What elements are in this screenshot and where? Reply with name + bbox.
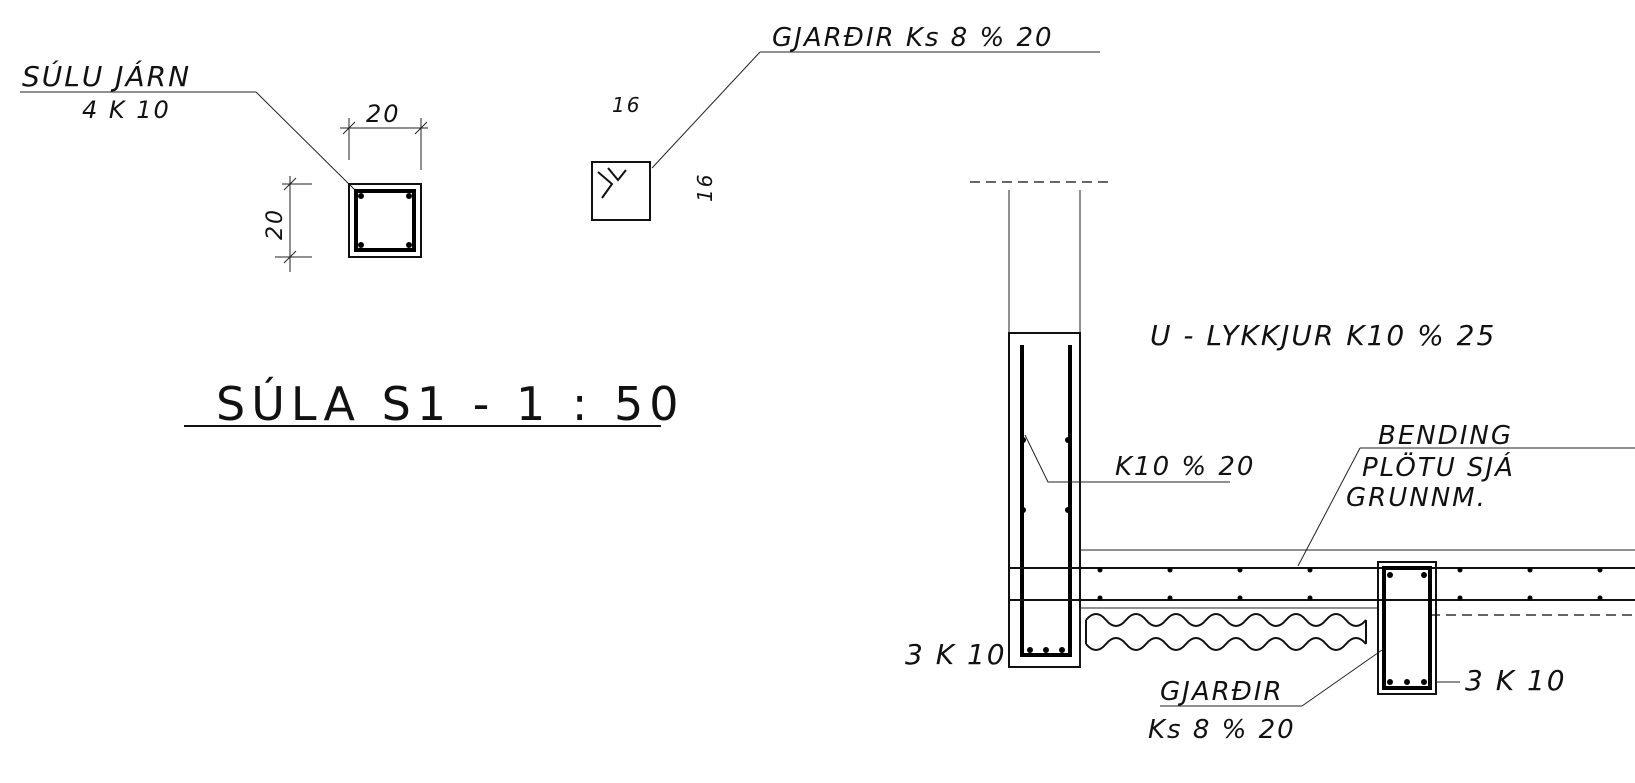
- bottom-left-bars-label: 3 K 10: [905, 638, 1007, 671]
- column-bars-leader: [255, 91, 358, 193]
- beam-stirrups-label-line1: GJARÐIR: [1160, 677, 1284, 707]
- stirrup-label: GJARÐIR Ks 8 % 20: [772, 23, 1054, 53]
- slab-label-line3: GRUNNM.: [1346, 483, 1487, 513]
- beam-section: [1377, 561, 1437, 695]
- wall-section: [970, 181, 1112, 668]
- wall-bars-label: K10 % 20: [1115, 452, 1255, 482]
- wall-outline: [1008, 332, 1081, 668]
- dimension-height: 20: [263, 176, 312, 272]
- slab-leader: [1297, 447, 1361, 567]
- column-rebar: [358, 242, 364, 248]
- stirrup-shape: [591, 161, 651, 221]
- u-stirrups-label: U - LYKKJUR K10 % 25: [1150, 319, 1496, 352]
- wall-bars-leader: [1024, 434, 1230, 483]
- dimension-width-text: 20: [366, 100, 401, 128]
- drawing-title: SÚLA S1 - 1 : 50: [216, 377, 685, 431]
- column-outline: [348, 183, 422, 258]
- stirrup-dim-side: 16: [693, 173, 717, 202]
- slab-label-line1: BENDING: [1378, 421, 1513, 451]
- dimension-height-text: 20: [263, 208, 288, 240]
- column-rebar: [406, 242, 412, 248]
- bottom-right-bars-label: 3 K 10: [1465, 664, 1567, 697]
- dimension-width: 20: [340, 100, 428, 170]
- stirrup-dim-top: 16: [612, 93, 641, 117]
- floor-slab: [1009, 549, 1635, 667]
- stirrup-leader: [651, 51, 761, 169]
- column-stirrup: [354, 189, 416, 252]
- beam-stirrups-leader: [1301, 649, 1383, 707]
- column-bars-label-line1: SÚLU JÁRN: [22, 59, 191, 93]
- column-rebar: [358, 193, 364, 199]
- insulation-hatch: [1085, 613, 1367, 651]
- column-section: [348, 183, 422, 258]
- column-rebar: [406, 193, 412, 199]
- wall-u-bar: [1020, 345, 1072, 657]
- slab-label-line2: PLÖTU SJÁ: [1362, 451, 1515, 483]
- column-bars-label-line2: 4 K 10: [82, 96, 171, 124]
- beam-stirrups-label-line2: Ks 8 % 20: [1148, 715, 1296, 745]
